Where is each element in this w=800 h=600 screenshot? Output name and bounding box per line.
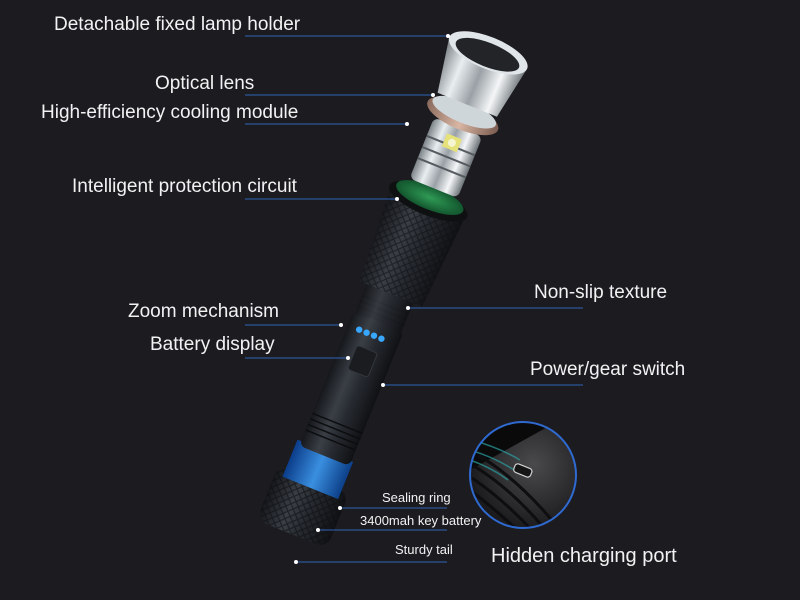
label-protection-circuit: Intelligent protection circuit (72, 176, 297, 197)
leader-dots (294, 34, 450, 564)
label-cooling-module: High-efficiency cooling module (41, 102, 299, 123)
label-lamp-holder: Detachable fixed lamp holder (54, 14, 301, 35)
label-optical-lens: Optical lens (155, 73, 255, 94)
leader-lines (245, 35, 583, 563)
flashlight-body (259, 31, 528, 545)
label-sealing-ring: Sealing ring (382, 490, 451, 505)
label-battery: 3400mah key battery (360, 513, 482, 528)
label-battery-display: Battery display (150, 334, 275, 355)
label-charging-port: Hidden charging port (491, 545, 677, 567)
charging-port-inset (469, 421, 577, 529)
label-non-slip-texture: Non-slip texture (534, 282, 668, 303)
label-power-switch: Power/gear switch (530, 359, 686, 380)
label-tail: Sturdy tail (395, 542, 453, 557)
label-zoom-mechanism: Zoom mechanism (128, 301, 279, 322)
